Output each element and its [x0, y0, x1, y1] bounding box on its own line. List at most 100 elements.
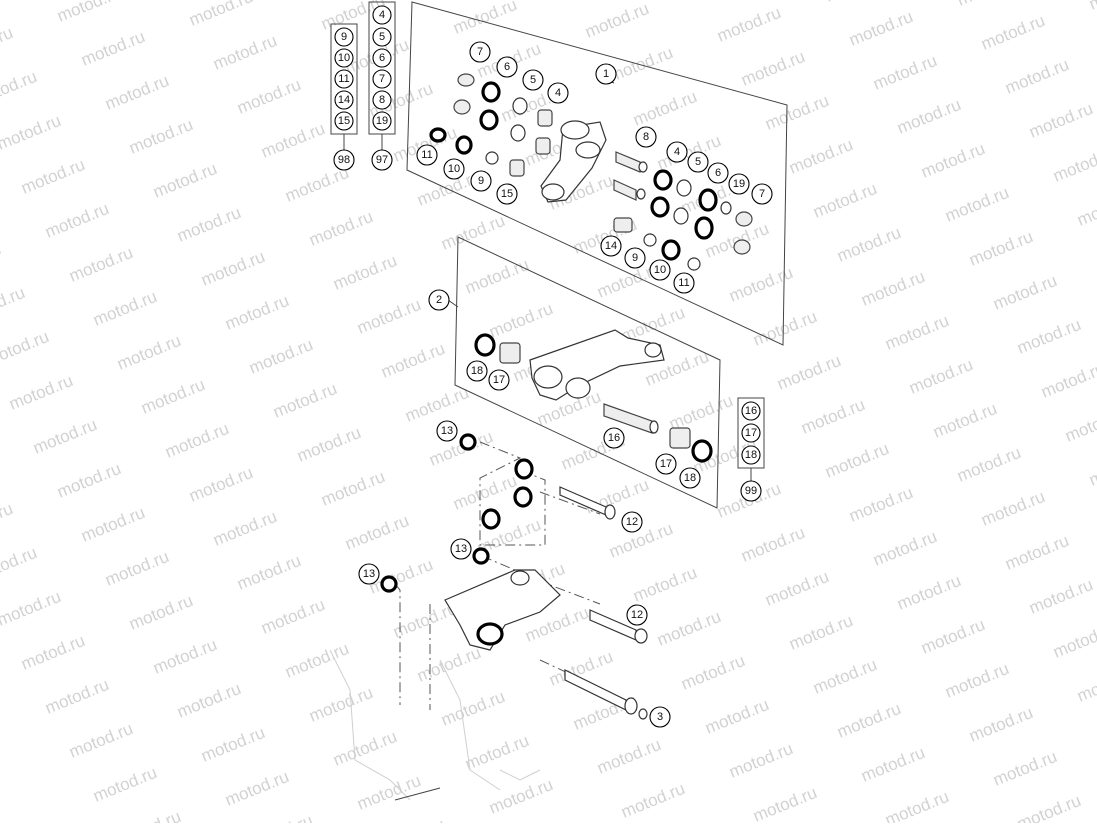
- kit-98-item-label: 9: [341, 31, 347, 43]
- watermark-text: motod.ru: [198, 723, 267, 766]
- snap-ring: [429, 127, 447, 143]
- watermark-text: motod.ru: [330, 251, 399, 294]
- bolt-12: [589, 609, 648, 644]
- watermark-text: motod.ru: [990, 271, 1059, 314]
- watermark-text: motod.ru: [270, 379, 339, 422]
- panel-1-callout: 10: [443, 158, 465, 180]
- assembly-callout: 13: [358, 563, 380, 585]
- watermark-text: motod.ru: [942, 183, 1011, 226]
- watermark-text: motod.ru: [786, 611, 855, 654]
- bearing-ring: [653, 169, 673, 191]
- callout-label: 15: [501, 188, 513, 200]
- pull-rod-eye: [565, 377, 591, 399]
- watermark-text: motod.ru: [870, 51, 939, 94]
- watermark-text: motod.ru: [402, 383, 471, 426]
- bearing-ring: [691, 439, 713, 463]
- watermark-text: motod.ru: [0, 543, 40, 586]
- watermark-text: motod.ru: [66, 719, 135, 762]
- kit-97-number: 97: [371, 149, 393, 171]
- watermark-text: motod.ru: [258, 595, 327, 638]
- watermark-text: motod.ru: [306, 683, 375, 726]
- watermark-text: motod.ru: [222, 767, 291, 810]
- watermark-text: motod.ru: [918, 139, 987, 182]
- frame-outline: [499, 769, 541, 781]
- panel-1-callout: 19: [728, 173, 750, 195]
- pull-rod-body: [529, 329, 665, 401]
- pull-rod-eye: [510, 570, 530, 586]
- watermark-text: motod.ru: [750, 783, 819, 823]
- washer-ring: [512, 97, 528, 115]
- watermark-text: motod.ru: [846, 7, 915, 50]
- callout-label: 17: [660, 458, 672, 470]
- washer-ring: [485, 151, 499, 165]
- kit-99-item: 16: [741, 401, 761, 421]
- watermark-text: motod.ru: [582, 475, 651, 518]
- watermark-text: motod.ru: [438, 211, 507, 254]
- panel-1-callout: 14: [600, 235, 622, 257]
- watermark-text: motod.ru: [18, 155, 87, 198]
- kit-99-item-label: 17: [745, 427, 757, 439]
- panel-1-callout: 11: [673, 272, 695, 294]
- bolt-head: [634, 628, 648, 644]
- watermark-text: motod.ru: [78, 503, 147, 546]
- callout-label: 8: [643, 131, 649, 143]
- kit-98-item-label: 14: [338, 94, 350, 106]
- panel-1-callout: 9: [470, 170, 492, 192]
- watermark-text: motod.ru: [750, 307, 819, 350]
- watermark-text: motod.ru: [1050, 143, 1097, 186]
- watermark-text: motod.ru: [1026, 575, 1095, 618]
- watermark-text: motod.ru: [462, 731, 531, 774]
- watermark-text: motod.ru: [1014, 791, 1083, 823]
- watermark-text: motod.ru: [234, 551, 303, 594]
- watermark-text: motod.ru: [114, 331, 183, 374]
- lever-eye: [560, 120, 590, 140]
- watermark-text: motod.ru: [0, 111, 64, 154]
- watermark-text: motod.ru: [858, 267, 927, 310]
- watermark-text: motod.ru: [954, 0, 1023, 10]
- watermark-text: motod.ru: [0, 239, 4, 282]
- kit-97-item-label: 19: [376, 115, 388, 127]
- watermark-text: motod.ru: [834, 699, 903, 742]
- watermark-text: motod.ru: [30, 415, 99, 458]
- callout-label: 7: [477, 46, 483, 58]
- watermark-text: motod.ru: [966, 227, 1035, 270]
- panel-1-callout: 15: [496, 183, 518, 205]
- watermark-text: motod.ru: [198, 247, 267, 290]
- callout-label: 9: [478, 175, 484, 187]
- watermark-text: motod.ru: [1086, 447, 1097, 490]
- washer-13: [380, 575, 398, 593]
- watermark-text: motod.ru: [1050, 619, 1097, 662]
- callout-label: 12: [626, 516, 638, 528]
- callout-label: 6: [715, 167, 721, 179]
- callout-label: 4: [555, 87, 561, 99]
- watermark-text: motod.ru: [18, 631, 87, 674]
- watermark-text: motod.ru: [594, 735, 663, 778]
- kit-98-item-label: 15: [338, 115, 350, 127]
- watermark-text: motod.ru: [258, 119, 327, 162]
- panel-1-right-parts: [613, 151, 753, 271]
- bolt-12: [559, 486, 616, 520]
- watermark-text: motod.ru: [1014, 315, 1083, 358]
- pull-rod-eye: [533, 365, 563, 389]
- watermark-text: motod.ru: [354, 295, 423, 338]
- panel-2-callout: 17: [488, 369, 510, 391]
- watermark-text: motod.ru: [126, 591, 195, 634]
- watermark-text: motod.ru: [438, 687, 507, 730]
- watermark-text: motod.ru: [210, 507, 279, 550]
- watermark-text: motod.ru: [1026, 99, 1095, 142]
- washer-ring: [510, 124, 526, 142]
- axis-line: [481, 555, 601, 605]
- washer-ring: [676, 179, 692, 197]
- watermark-text: motod.ru: [1086, 0, 1097, 14]
- callout-label: 10: [654, 264, 666, 276]
- watermark-text: motod.ru: [0, 587, 64, 630]
- spacer-sleeve: [615, 151, 641, 173]
- watermark-text: motod.ru: [234, 75, 303, 118]
- watermark-text: motod.ru: [378, 339, 447, 382]
- kit-99-item: 18: [741, 445, 761, 465]
- watermark-text: motod.ru: [822, 439, 891, 482]
- watermark-text: motod.ru: [186, 0, 255, 30]
- kit-99-number-label: 99: [745, 485, 757, 497]
- bolt-3: [564, 669, 648, 720]
